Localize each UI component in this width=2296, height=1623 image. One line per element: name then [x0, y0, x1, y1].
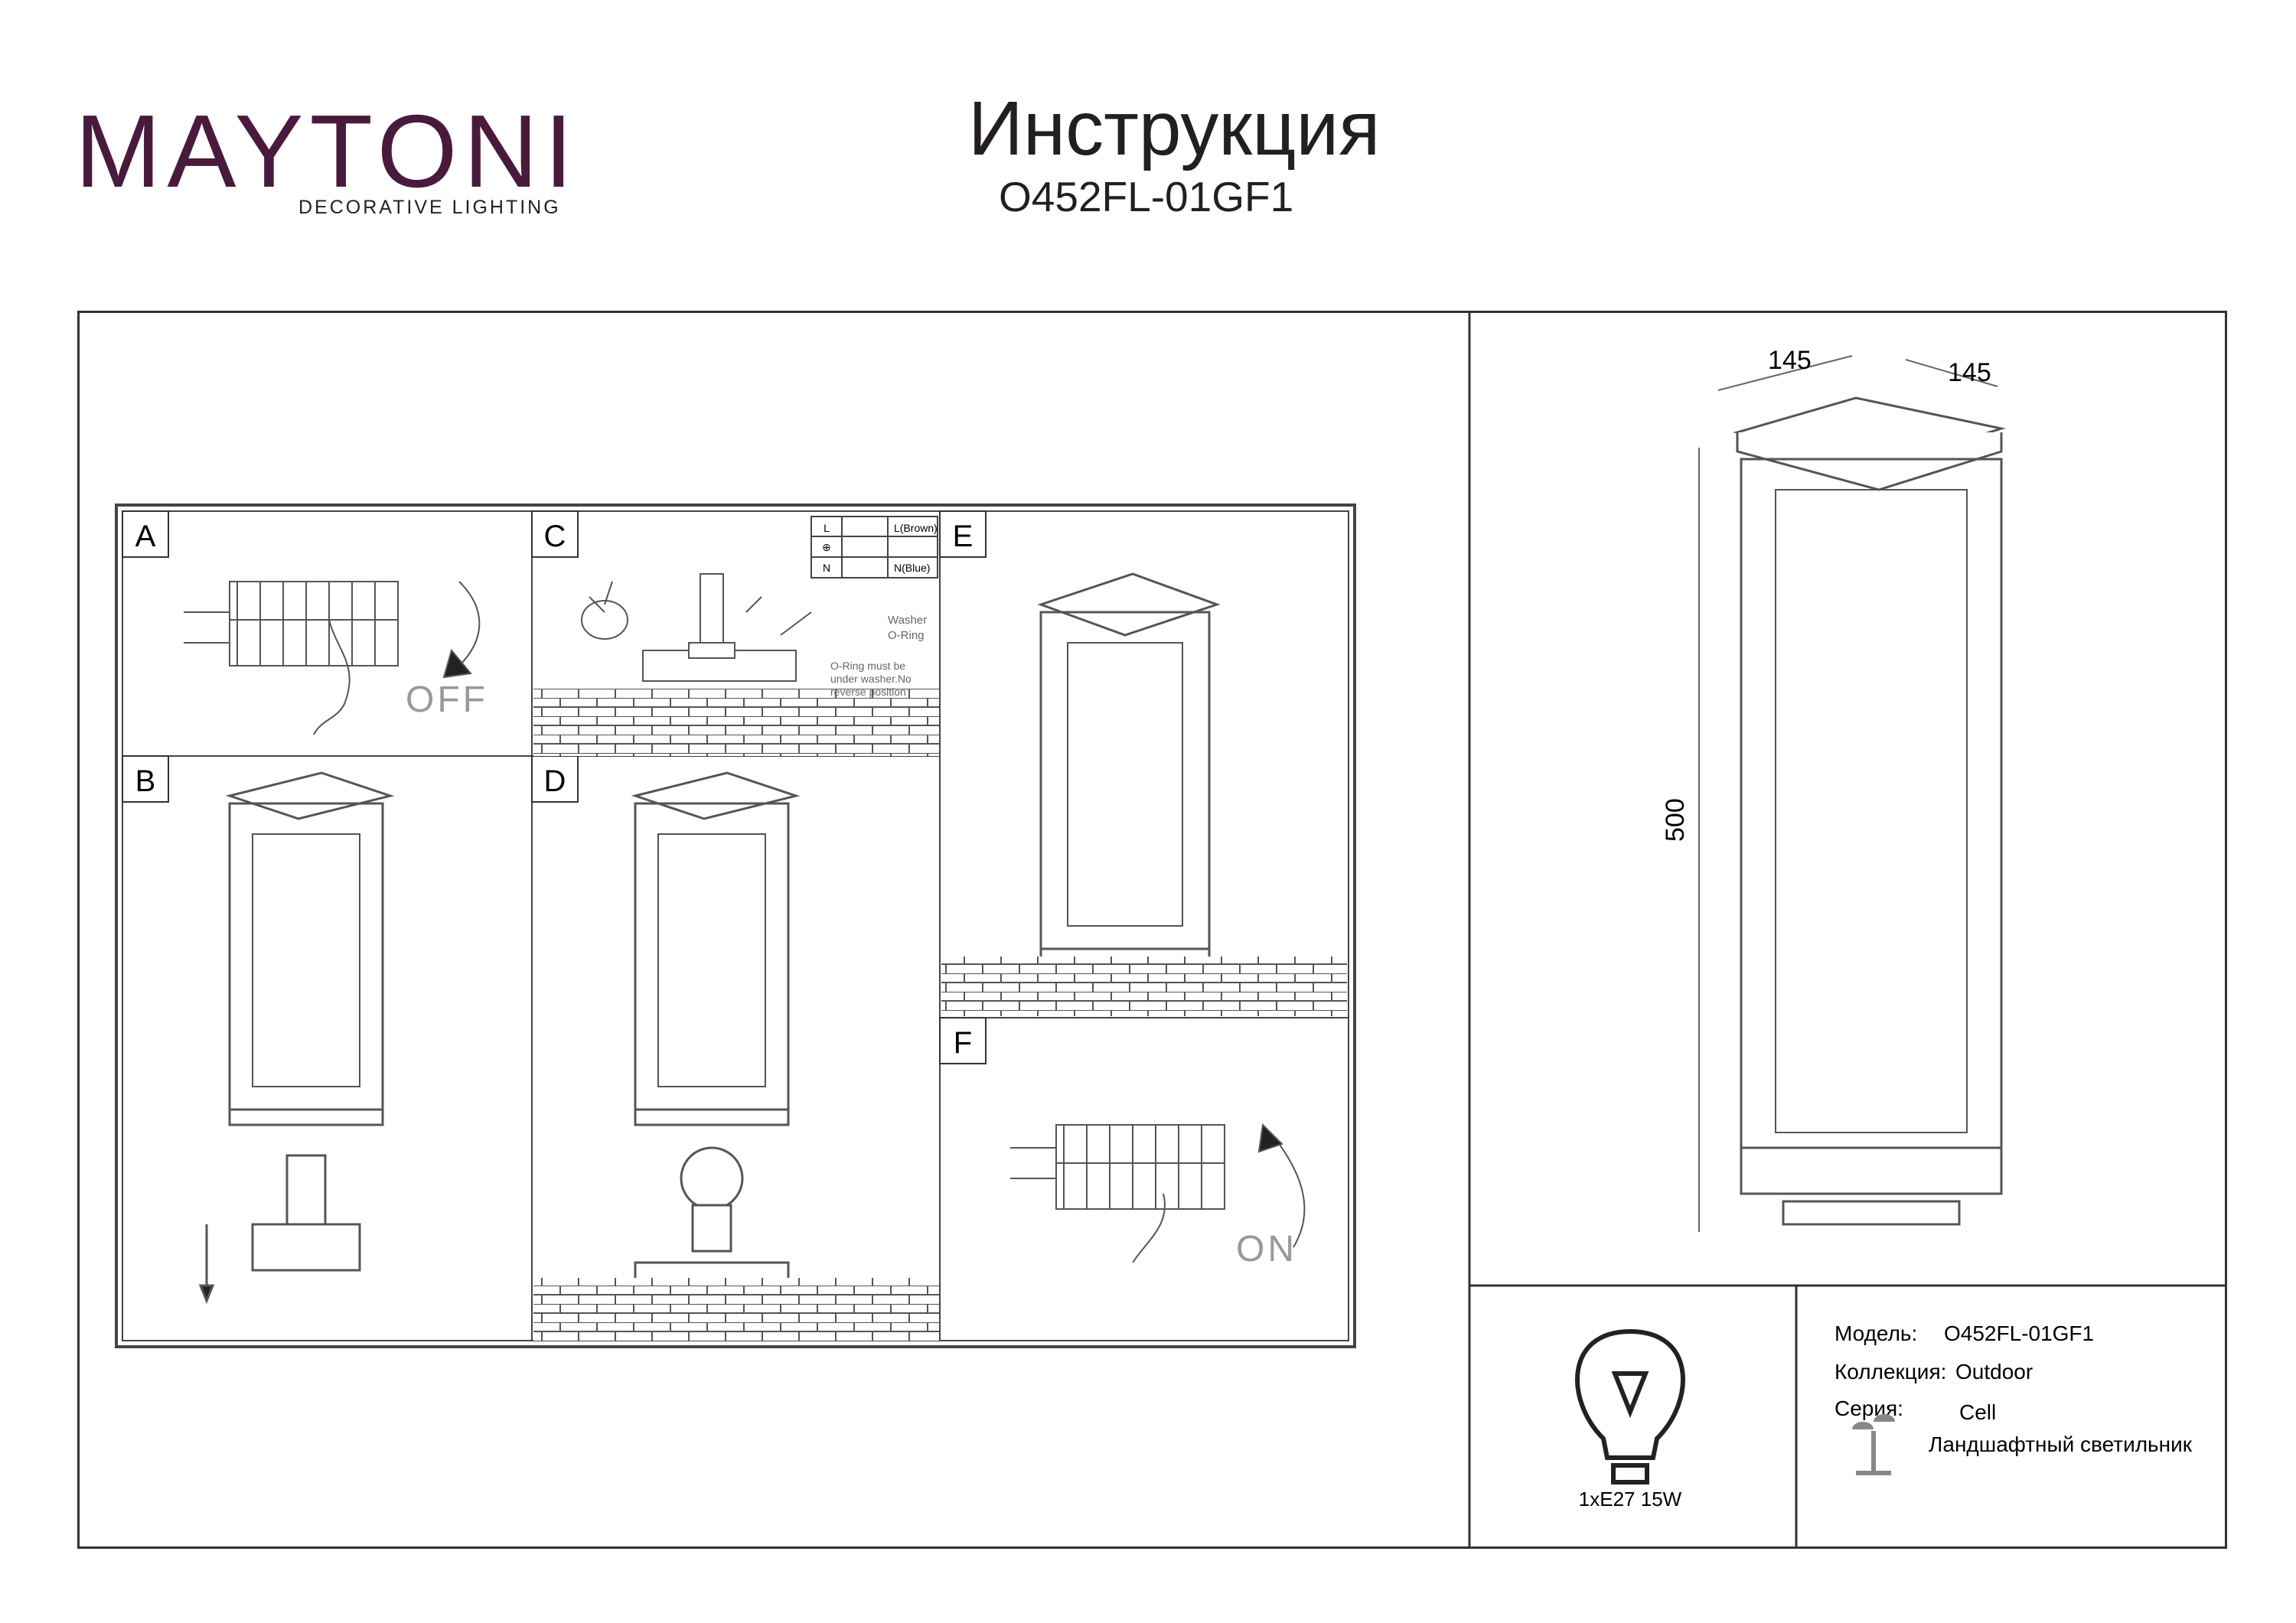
instruction-frame	[77, 311, 2227, 1549]
terminal-block	[810, 516, 938, 578]
terminal-row-ground: ⊕	[822, 541, 831, 553]
dimension-lines	[1698, 355, 1998, 1232]
model-code: O452FL-01GF1	[999, 173, 1294, 220]
terminal-row-n: N	[823, 562, 830, 574]
model-label: Модель:	[1835, 1322, 1917, 1345]
type-value: Ландшафтный светильник	[1929, 1432, 2193, 1456]
on-label: ON	[1236, 1229, 1297, 1269]
svg-text:F: F	[954, 1026, 972, 1060]
wire-blue-label: N(Blue)	[894, 562, 930, 574]
base-wiring-illustration	[581, 573, 812, 682]
series-value: Cell	[1959, 1400, 1996, 1424]
step-label-e: E	[939, 510, 987, 558]
brick-wall-d	[533, 1278, 939, 1341]
svg-text:C: C	[544, 520, 566, 553]
height-dimension: 500	[1661, 798, 1690, 842]
oring-note-line-3: reverse position	[830, 686, 906, 698]
brand-tagline: DECORATIVE LIGHTING	[298, 197, 561, 218]
lamp-installed-illustration	[1037, 572, 1221, 973]
bulb-icon	[1575, 1328, 1685, 1484]
svg-text:B: B	[135, 764, 156, 798]
steps-panel	[115, 504, 1356, 1348]
dimension-drawing	[1733, 396, 2006, 1226]
oring-label: O-Ring	[888, 629, 925, 642]
step-label-a: A	[122, 510, 169, 558]
bulb-spec: 1xE27 15W	[1579, 1488, 1682, 1511]
oring-note-line-2: under washer.No	[830, 673, 912, 685]
breaker-on-illustration	[1010, 1123, 1306, 1263]
wire-brown-label: L(Brown)	[894, 522, 938, 534]
lamp-assembly-illustration	[631, 771, 801, 1302]
svg-text:D: D	[544, 764, 566, 798]
breaker-off-illustration	[184, 581, 481, 735]
step-label-c: C	[531, 510, 579, 558]
width-dimension: 145	[1768, 346, 1812, 375]
collection-value: Outdoor	[1955, 1360, 2033, 1383]
step-label-b: B	[122, 755, 169, 803]
step-label-d: D	[531, 755, 579, 803]
collection-label: Коллекция:	[1835, 1360, 1946, 1383]
brick-wall-e	[941, 957, 1347, 1016]
lamp-disassembly-illustration	[198, 771, 395, 1305]
brick-wall-c	[533, 689, 939, 756]
washer-label: Washer	[888, 614, 927, 627]
depth-dimension: 145	[1948, 358, 1991, 387]
terminal-row-l: L	[823, 522, 830, 534]
oring-note-line-1: O-Ring must be	[830, 660, 905, 672]
model-value: O452FL-01GF1	[1944, 1322, 2094, 1345]
page-title: Инструкция	[968, 86, 1381, 171]
series-label: Серия:	[1835, 1396, 1903, 1420]
svg-text:A: A	[135, 520, 156, 553]
brand-logo: MAYTONI	[75, 93, 579, 209]
off-label: OFF	[406, 680, 488, 720]
svg-text:E: E	[953, 520, 974, 553]
garden-lamp-icon	[1852, 1414, 1895, 1475]
step-label-f: F	[939, 1017, 987, 1064]
